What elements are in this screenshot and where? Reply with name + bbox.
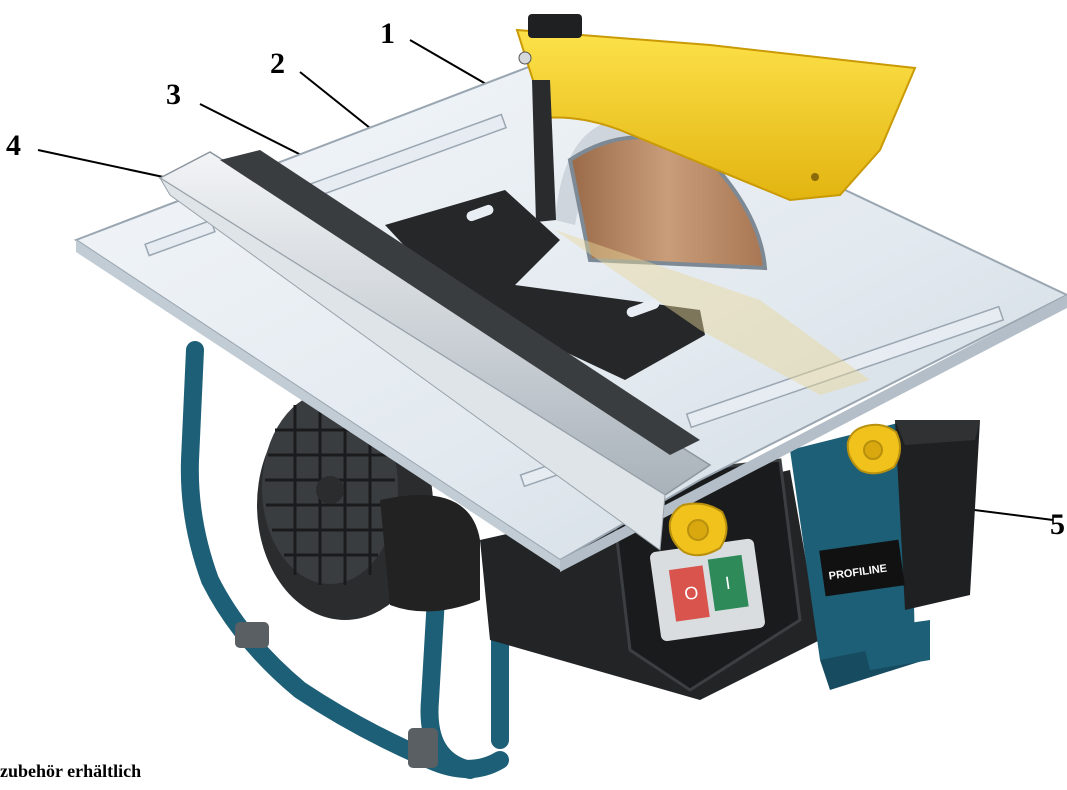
blade-guard: [515, 14, 917, 222]
callout-5: 5: [1050, 508, 1065, 541]
frame-feet: [235, 622, 438, 768]
parallel-fence: [158, 150, 712, 551]
callout-1: 1: [380, 17, 395, 50]
callout-labels: 1 2 3 4 5: [6, 17, 1065, 541]
power-switch: O I: [650, 538, 765, 642]
svg-text:I: I: [724, 573, 732, 594]
svg-text:O: O: [683, 582, 700, 604]
callout-2: 2: [270, 47, 285, 80]
accessory-caption: zubehör erhältlich: [0, 761, 142, 781]
angle-guide: [385, 190, 705, 380]
callout-3: 3: [166, 78, 181, 111]
callout-4: 4: [6, 129, 21, 162]
water-tray: [895, 420, 980, 610]
brand-plate: PROFILINE: [819, 539, 905, 597]
locking-knobs: [668, 423, 901, 557]
